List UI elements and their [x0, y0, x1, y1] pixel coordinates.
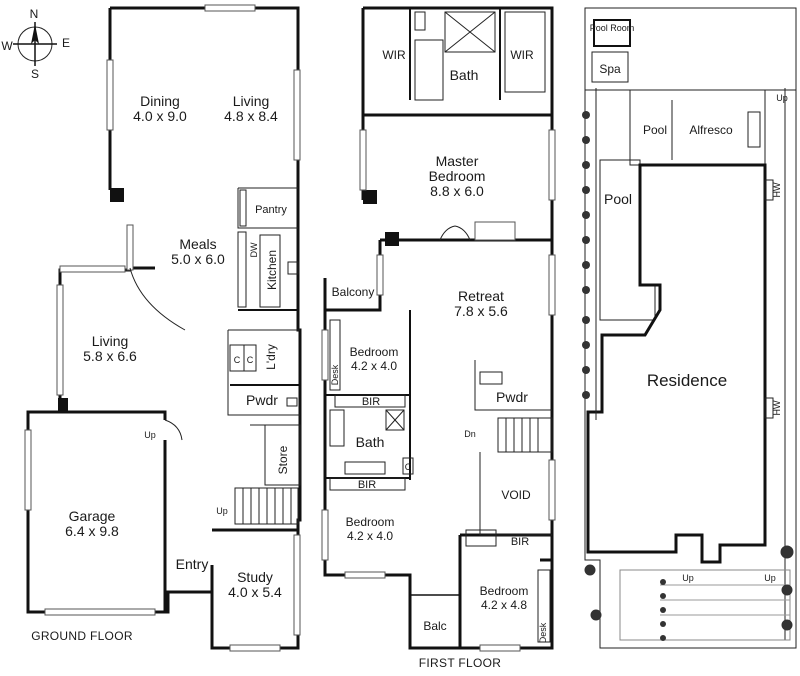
residence-label: Residence	[647, 371, 727, 390]
up-1-label: Up	[776, 93, 788, 103]
window	[229, 644, 281, 652]
first-floor-caption: FIRST FLOOR	[419, 656, 501, 670]
kitchen-label: Kitchen	[265, 250, 279, 290]
spa-label: Spa	[599, 62, 621, 76]
stairs-up-label: Up	[216, 506, 228, 516]
garage-label: Garage	[69, 508, 116, 524]
window	[376, 254, 384, 296]
window	[321, 509, 329, 561]
dining-dims: 4.0 x 9.0	[133, 108, 187, 124]
ground-floor-plan: Dining 4.0 x 9.0 Living 4.8 x 8.4 Pantry…	[24, 4, 302, 652]
window	[548, 254, 556, 316]
first-floor-plan: WIR Bath WIR Master Bedroom 8.8 x 6.0 Ba…	[321, 6, 556, 670]
meals-dims: 5.0 x 6.0	[171, 251, 225, 267]
living-left-label: Living	[92, 333, 129, 349]
window	[293, 69, 301, 161]
study-label: Study	[237, 569, 273, 585]
hw-2-label: HW	[772, 400, 782, 415]
desk-3-label: Desk	[538, 622, 548, 643]
bir-2-label: BIR	[358, 479, 376, 491]
dining-label: Dining	[140, 93, 180, 109]
balcony-label: Balcony	[332, 285, 375, 299]
compass-n: N	[30, 7, 39, 21]
window	[204, 4, 256, 12]
window	[293, 534, 301, 636]
window	[479, 644, 521, 652]
void-label: VOID	[501, 488, 531, 502]
master-bath-label: Bath	[450, 67, 479, 83]
window	[59, 265, 126, 273]
retreat-dims: 7.8 x 5.6	[454, 303, 508, 319]
pool-top-label: Pool	[643, 123, 667, 137]
window	[24, 429, 32, 511]
first-floor-stairs	[497, 417, 553, 453]
living-left-dims: 5.8 x 6.6	[83, 348, 137, 364]
entry-label: Entry	[176, 556, 209, 572]
desk-1-label: Desk	[330, 364, 340, 385]
bedroom-3-label: Bedroom	[480, 584, 529, 598]
bedroom-1-label: Bedroom	[350, 345, 399, 359]
garage-dims: 6.4 x 9.8	[65, 523, 119, 539]
meals-label: Meals	[179, 236, 216, 252]
dw-label: DW	[249, 242, 259, 257]
bir-1-label: BIR	[362, 396, 380, 408]
window	[56, 284, 64, 396]
compass-w: W	[1, 39, 13, 53]
window	[548, 129, 556, 201]
ground-powder-label: Pwdr	[246, 392, 278, 408]
garage-door	[44, 608, 156, 616]
window	[344, 571, 386, 579]
bedroom-2-dims: 4.2 x 4.0	[347, 529, 393, 543]
site-plan: Pool Room Spa Pool Alfresco Pool Residen…	[582, 7, 797, 649]
retreat-label: Retreat	[458, 288, 504, 304]
compass-s: S	[31, 67, 39, 81]
compass-rose: N S E W	[1, 7, 70, 81]
window	[106, 59, 114, 131]
ground-floor-caption: GROUND FLOOR	[31, 629, 133, 643]
wir-right-label: WIR	[510, 48, 534, 62]
living-top-label: Living	[233, 93, 270, 109]
garage-up-label: Up	[144, 430, 156, 440]
master-label-2: Bedroom	[429, 168, 486, 184]
bedroom-2-label: Bedroom	[346, 515, 395, 529]
study-dims: 4.0 x 5.4	[228, 584, 282, 600]
master-label-1: Master	[436, 153, 479, 169]
window	[548, 459, 556, 521]
store-label: Store	[276, 445, 290, 474]
cupboard-b: C	[247, 355, 254, 365]
stairs	[234, 487, 299, 525]
alfresco-label: Alfresco	[689, 123, 733, 137]
pantry-label: Pantry	[255, 204, 287, 216]
window	[321, 329, 329, 381]
bedroom-3-dims: 4.2 x 4.8	[481, 598, 527, 612]
first-powder-label: Pwdr	[496, 389, 528, 405]
laundry-label: L'dry	[264, 344, 278, 370]
dn-label: Dn	[464, 429, 476, 439]
cupboard-a: C	[234, 355, 241, 365]
up-3-label: Up	[764, 573, 776, 583]
window	[359, 129, 367, 191]
bedroom-1-dims: 4.2 x 4.0	[351, 359, 397, 373]
trees	[582, 111, 794, 641]
wir-left-label: WIR	[382, 48, 406, 62]
up-2-label: Up	[682, 573, 694, 583]
pool-side-label: Pool	[604, 191, 632, 207]
bath-label: Bath	[356, 434, 385, 450]
living-top-dims: 4.8 x 8.4	[224, 108, 278, 124]
compass-e: E	[62, 36, 70, 50]
window	[126, 224, 134, 271]
residence-outline	[586, 163, 767, 564]
balc-label: Balc	[423, 619, 446, 633]
hw-1-label: HW	[772, 182, 782, 197]
master-dims: 8.8 x 6.0	[430, 183, 484, 199]
bir-3-label: BIR	[511, 536, 529, 548]
pool-room-label: Pool Room	[590, 23, 635, 33]
bath-cupboard-label: C	[405, 462, 412, 472]
